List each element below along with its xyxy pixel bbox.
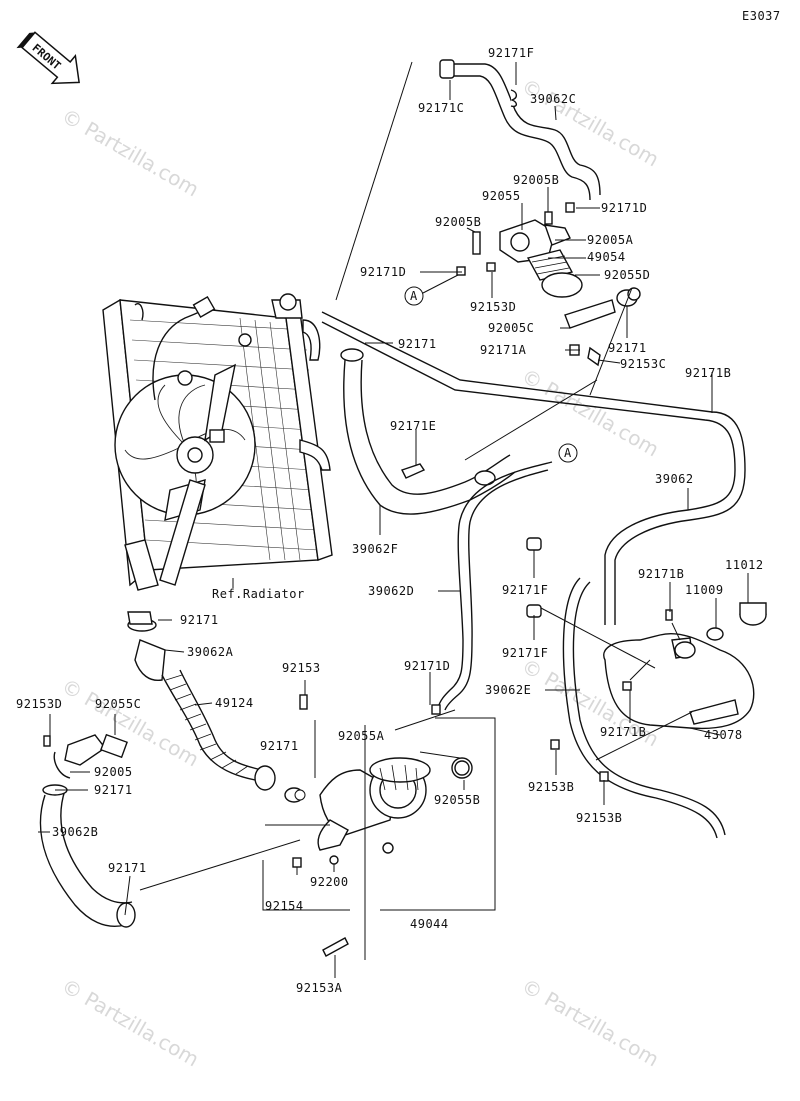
callout-a-text: A — [410, 289, 418, 303]
part-label: 92171A — [480, 343, 527, 357]
watermark-text: © Partzilla.com — [58, 104, 204, 202]
part-label: 39062F — [352, 542, 398, 556]
part-label: 92171 — [94, 783, 133, 797]
hose-39062a — [134, 639, 166, 682]
part-label: 39062B — [52, 825, 98, 839]
part-label: 92005A — [587, 233, 634, 247]
part-label: 39062E — [485, 683, 531, 697]
hose-39062f — [343, 359, 516, 515]
hose-49124 — [161, 669, 276, 791]
part-label: 92055D — [604, 268, 650, 282]
part-label: 92171D — [601, 201, 647, 215]
part-label: 49054 — [587, 250, 626, 264]
part-label: 92005B — [435, 215, 481, 229]
part-label: 39062D — [368, 584, 414, 598]
part-label: 92055B — [434, 793, 480, 807]
fitting-92005 — [43, 733, 128, 779]
part-label: 49044 — [410, 917, 449, 931]
part-label: 92200 — [310, 875, 349, 889]
part-label: 92055 — [482, 189, 521, 203]
part-label: 92153A — [296, 981, 343, 995]
part-label: 92171B — [600, 725, 646, 739]
part-label: 92171D — [360, 265, 406, 279]
radiator-assembly: Ref.Radiator — [102, 293, 333, 601]
part-label: 92154 — [265, 899, 304, 913]
part-label: 92171F — [502, 583, 548, 597]
part-label: 43078 — [704, 728, 743, 742]
front-arrow-icon: FRONT — [16, 31, 80, 85]
part-label: 11012 — [725, 558, 764, 572]
part-label: 92171F — [502, 646, 548, 660]
watermark-text: © Partzilla.com — [58, 974, 204, 1072]
part-label: 92005 — [94, 765, 133, 779]
part-label: 92171 — [608, 341, 647, 355]
part-label: 92171 — [260, 739, 299, 753]
diagram-code: E3037 — [742, 9, 781, 23]
part-label: 92171 — [108, 861, 147, 875]
part-label: 11009 — [685, 583, 724, 597]
part-label: 49124 — [215, 696, 254, 710]
part-labels: 92171F 92171C 39062C 92005B 92055 92171D… — [16, 46, 764, 995]
part-label: 92055C — [95, 697, 141, 711]
part-label: 92153B — [528, 780, 574, 794]
part-label: 92055A — [338, 729, 385, 743]
part-label: 92153D — [16, 697, 62, 711]
part-label: 92171F — [488, 46, 534, 60]
part-label: 92171E — [390, 419, 436, 433]
ref-radiator-label: Ref.Radiator — [212, 587, 305, 601]
hose-39062b — [39, 784, 136, 928]
hose-39062c — [450, 63, 601, 196]
callout-a-text: A — [564, 446, 572, 460]
part-label: 92171 — [180, 613, 219, 627]
water-pump — [284, 694, 473, 957]
part-label: 39062C — [530, 92, 576, 106]
part-label: 92171B — [685, 366, 731, 380]
hose-39062d — [437, 461, 553, 709]
callout-a-right: A — [558, 443, 578, 463]
watermark-text: © Partzilla.com — [518, 974, 664, 1072]
part-label: 92153B — [576, 811, 622, 825]
part-label: 92171C — [418, 101, 464, 115]
part-label: 92005C — [488, 321, 534, 335]
part-label: 92171D — [404, 659, 450, 673]
part-label: 92171 — [398, 337, 437, 351]
part-label: 92005B — [513, 173, 559, 187]
part-label: 92153C — [620, 357, 666, 371]
part-label: 39062A — [187, 645, 234, 659]
part-label: 92171B — [638, 567, 684, 581]
part-label: 92153 — [282, 661, 321, 675]
leader-lines — [38, 61, 749, 978]
hose-39062-long — [321, 311, 746, 625]
part-label: 92153D — [470, 300, 516, 314]
callout-a-top: A — [404, 274, 459, 306]
watermark-text: © Partzilla.com — [518, 74, 664, 172]
part-label: 39062 — [655, 472, 694, 486]
reservoir-tank — [526, 537, 767, 782]
